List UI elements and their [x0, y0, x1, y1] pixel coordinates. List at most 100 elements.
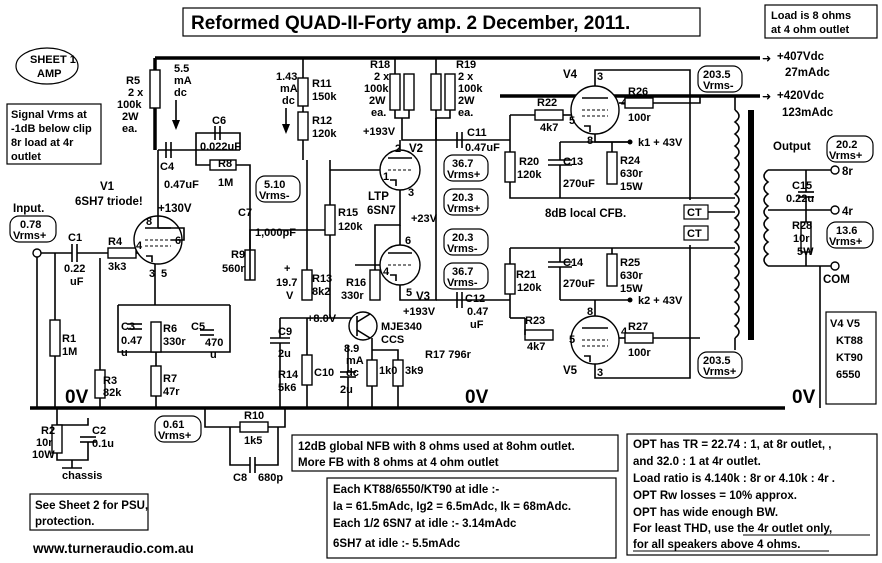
v2-pin2: 2 [395, 143, 401, 155]
wire-c6 [195, 132, 241, 150]
q1-desc: CCS [381, 334, 404, 346]
sheet2-note-1: See Sheet 2 for PSU, [35, 500, 148, 512]
v1-pin5: 5 [161, 268, 167, 280]
zero-v-3: 0V [792, 387, 816, 408]
r2-name: R2 [41, 425, 55, 437]
opt-note-1: OPT has TR = 22.74 : 1, at 8r outlet, , [633, 439, 831, 451]
ltp-name: LTP [368, 191, 389, 203]
r20-name: R20 [519, 156, 539, 168]
r18-value: 100k [364, 83, 389, 95]
c4-value: 0.47uF [164, 179, 199, 191]
tubes-list-1: V4 V5 [830, 318, 860, 330]
r17-value-a: 1k0 [379, 365, 397, 377]
r16-value: 330r [341, 290, 364, 302]
tubes-list-box [825, 311, 877, 405]
r25-value: 630r [620, 270, 643, 282]
ct-label-b: CT [687, 228, 702, 240]
out-8r-terminal [830, 165, 840, 175]
wire-ltp-tail [374, 190, 401, 300]
idle-note-4: 6SH7 at idle :- 5.5mAdc [333, 538, 461, 550]
r15-value: 120k [338, 221, 363, 233]
v3-cathode [390, 274, 397, 281]
i5-value: 5.5 [174, 63, 189, 75]
signal-note-box [6, 103, 102, 165]
r24-name: R24 [620, 155, 641, 167]
r17-name: R17 796r [425, 349, 472, 361]
wire-c8-r [255, 427, 279, 466]
sheet-ellipse [15, 47, 79, 85]
r6-resistor [150, 321, 162, 353]
vrms-f-value: 203.5 [703, 69, 731, 81]
vrms-f-unit: Vrms- [703, 80, 734, 92]
input-vrms-unit: Vrms+ [13, 230, 46, 242]
r26-value: 100r [628, 112, 651, 124]
page-title: Reformed QUAD-II-Forty amp. 2 December, … [191, 13, 630, 34]
chassis-label: chassis [62, 470, 102, 482]
r17-value-b: 3k9 [405, 365, 423, 377]
c13-name: C13 [563, 156, 583, 168]
r22-value: 4k7 [540, 122, 558, 134]
sheet-label-2: AMP [37, 68, 61, 80]
r15-resistor [324, 204, 336, 236]
r14-name: R14 [278, 369, 299, 381]
r14-resistor [301, 354, 313, 386]
q1-transistor [348, 311, 378, 341]
v19-sign: + [284, 263, 290, 275]
title-box [182, 7, 701, 37]
vrms-box-b [443, 154, 489, 182]
vrms-box-g [697, 351, 743, 379]
sheet2-note-box [29, 493, 149, 531]
c1-value: 0.22 [64, 263, 85, 275]
r26-resistor [624, 97, 654, 109]
ct-box-b [683, 225, 709, 241]
c2-name: C2 [92, 425, 106, 437]
wire-r20-bot [509, 182, 630, 199]
signal-note-4: outlet [11, 151, 41, 163]
wire-v3-plate [399, 118, 437, 301]
idle-note-3: Each 1/2 6SN7 at idle :- 3.14mAdc [333, 518, 517, 530]
c11-value: 0.47uF [465, 142, 500, 154]
load-note-1: Load is 8 ohms [771, 10, 851, 22]
r11-current-unit: mA [280, 83, 298, 95]
nfb-note-box [291, 434, 619, 472]
out-com-terminal [830, 261, 840, 271]
r18-power: 2W [369, 95, 386, 107]
r5-value: 100k [117, 99, 142, 111]
out-4r-terminal [830, 205, 840, 215]
k2-label: k2 + 43V [638, 295, 683, 307]
c3-unit: u [121, 347, 128, 359]
r26-name: R26 [628, 86, 648, 98]
v5-name: V5 [563, 365, 578, 377]
r18-name: R18 [370, 59, 390, 71]
vrms-j-unit: Vrms+ [829, 236, 862, 248]
vrms-box-h [154, 415, 202, 443]
vrms-e-unit: Vrms- [447, 277, 478, 289]
r12-value: 120k [312, 128, 337, 140]
wire-v4-cathode [594, 134, 630, 143]
c12-value: 0.47 [467, 306, 488, 318]
r1-name: R1 [62, 333, 76, 345]
c14-name: C14 [563, 257, 584, 269]
c15-name: C15 [792, 180, 812, 192]
v8-label: +8.0V [307, 313, 337, 325]
vrms-box-a [255, 175, 301, 203]
opt-note-4: OPT Rw losses = 10% approx. [633, 490, 797, 502]
vrms-box-i [826, 135, 874, 163]
c10-name: C10 [314, 367, 334, 379]
r11-name: R11 [312, 78, 332, 90]
input-vrms-value: 0.78 [20, 219, 41, 231]
wire-c7-grid [249, 229, 330, 280]
c12-name: C12 [465, 293, 485, 305]
wire-chassis [56, 408, 89, 426]
out-com-label: COM [823, 274, 850, 286]
q1-type: MJE340 [381, 321, 422, 333]
c5-value: 470 [205, 337, 223, 349]
vrms-c-value: 20.3 [452, 192, 473, 204]
supply-407v: +407Vdc [777, 51, 825, 63]
vrms-d-unit: Vrms- [447, 243, 478, 255]
v5-pin4: 4 [621, 326, 628, 338]
tubes-list-2: KT88 [836, 335, 863, 347]
website-url[interactable]: www.turneraudio.com.au [32, 541, 194, 556]
r15-name: R15 [338, 207, 358, 219]
